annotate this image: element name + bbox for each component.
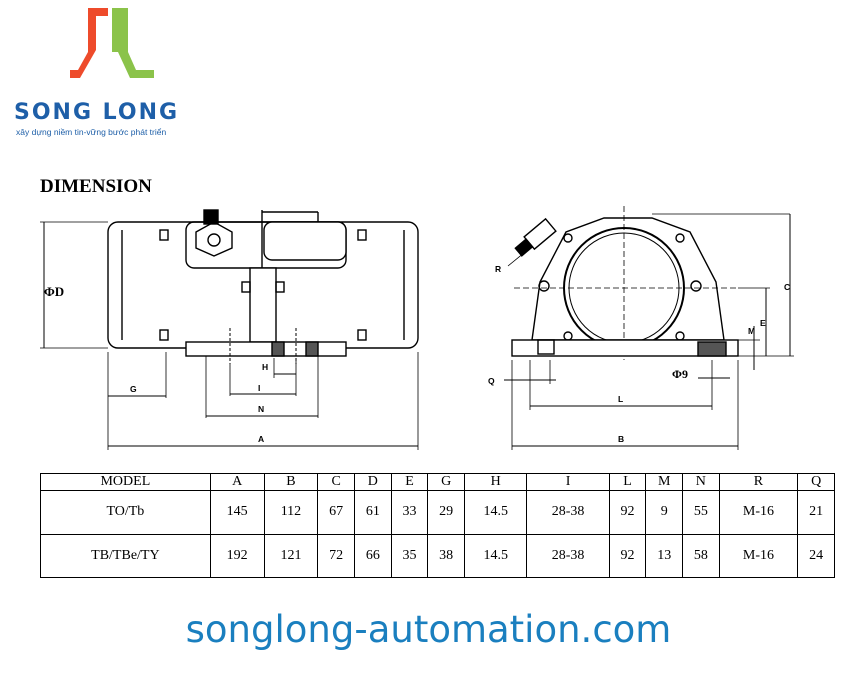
dimension-table: MODEL A B C D E G H I L M N R Q TO/Tb 14… [40,473,835,578]
header-cell: M [645,473,684,491]
table-cell: 24 [797,533,835,578]
side-view-drawing [40,209,419,450]
table-cell: M-16 [718,490,799,535]
table-cell: 35 [390,533,429,578]
dimension-heading: DIMENSION [40,176,152,197]
label-m: M [748,326,755,336]
table-header-row: MODEL A B C D E G H I L M N R Q [40,473,835,491]
brand-name: SONG LONG [14,100,180,125]
label-g: G [130,384,137,394]
header-cell: E [390,473,429,491]
header-cell: H [464,473,528,491]
table-cell: 21 [797,490,835,535]
header-cell: A [209,473,265,491]
header-cell: C [317,473,355,491]
table-row: TO/Tb 145 112 67 61 33 29 14.5 28-38 92 … [40,490,835,535]
table-cell: 121 [263,533,319,578]
brand-tagline: xây dựng niềm tin-vững bước phát triển [16,127,167,137]
label-e: E [760,318,766,328]
table-cell: 14.5 [464,533,528,578]
table-cell: 92 [608,533,647,578]
label-h: H [262,362,268,372]
table-cell: 13 [645,533,684,578]
label-phi9: Φ9 [672,367,688,381]
label-c: C [784,282,790,292]
table-cell: TB/TBe/TY [40,533,211,578]
label-b: B [618,434,624,444]
header-cell: Q [797,473,835,491]
table-cell: 145 [209,490,265,535]
front-view-drawing [504,206,794,450]
table-cell: 29 [427,490,466,535]
table-cell: 72 [317,533,355,578]
table-cell: 67 [317,490,355,535]
table-cell: 66 [354,533,392,578]
label-n: N [258,404,264,414]
header-cell: R [718,473,799,491]
label-l: L [618,394,623,404]
label-i: I [258,383,260,393]
table-row: TB/TBe/TY 192 121 72 66 35 38 14.5 28-38… [40,533,835,578]
table-cell: M-16 [718,533,799,578]
table-cell: 92 [608,490,647,535]
label-r: R [495,264,501,274]
table-cell: 38 [427,533,466,578]
table-cell: TO/Tb [40,490,211,535]
website-link[interactable]: songlong-automation.com [185,608,672,651]
table-cell: 192 [209,533,265,578]
table-cell: 112 [263,490,319,535]
brand-logo: SONG LONG xây dựng niềm tin-vững bước ph… [10,6,210,137]
table-cell: 58 [682,533,720,578]
label-phi-d: ΦD [44,284,64,299]
header-cell: D [354,473,392,491]
table-cell: 55 [682,490,720,535]
table-cell: 28-38 [526,533,610,578]
table-cell: 33 [390,490,429,535]
table-cell: 9 [645,490,684,535]
table-cell: 61 [354,490,392,535]
logo-mark-icon [70,8,154,78]
label-q: Q [488,376,495,386]
header-cell: B [263,473,319,491]
header-cell: N [682,473,720,491]
table-cell: 14.5 [464,490,528,535]
header-cell: I [526,473,610,491]
header-cell: MODEL [40,473,211,491]
label-a: A [258,434,264,444]
header-cell: L [608,473,647,491]
table-cell: 28-38 [526,490,610,535]
dimension-drawing: ΦD G H I N A R C E M Q Φ9 L B [40,206,794,450]
header-cell: G [427,473,466,491]
